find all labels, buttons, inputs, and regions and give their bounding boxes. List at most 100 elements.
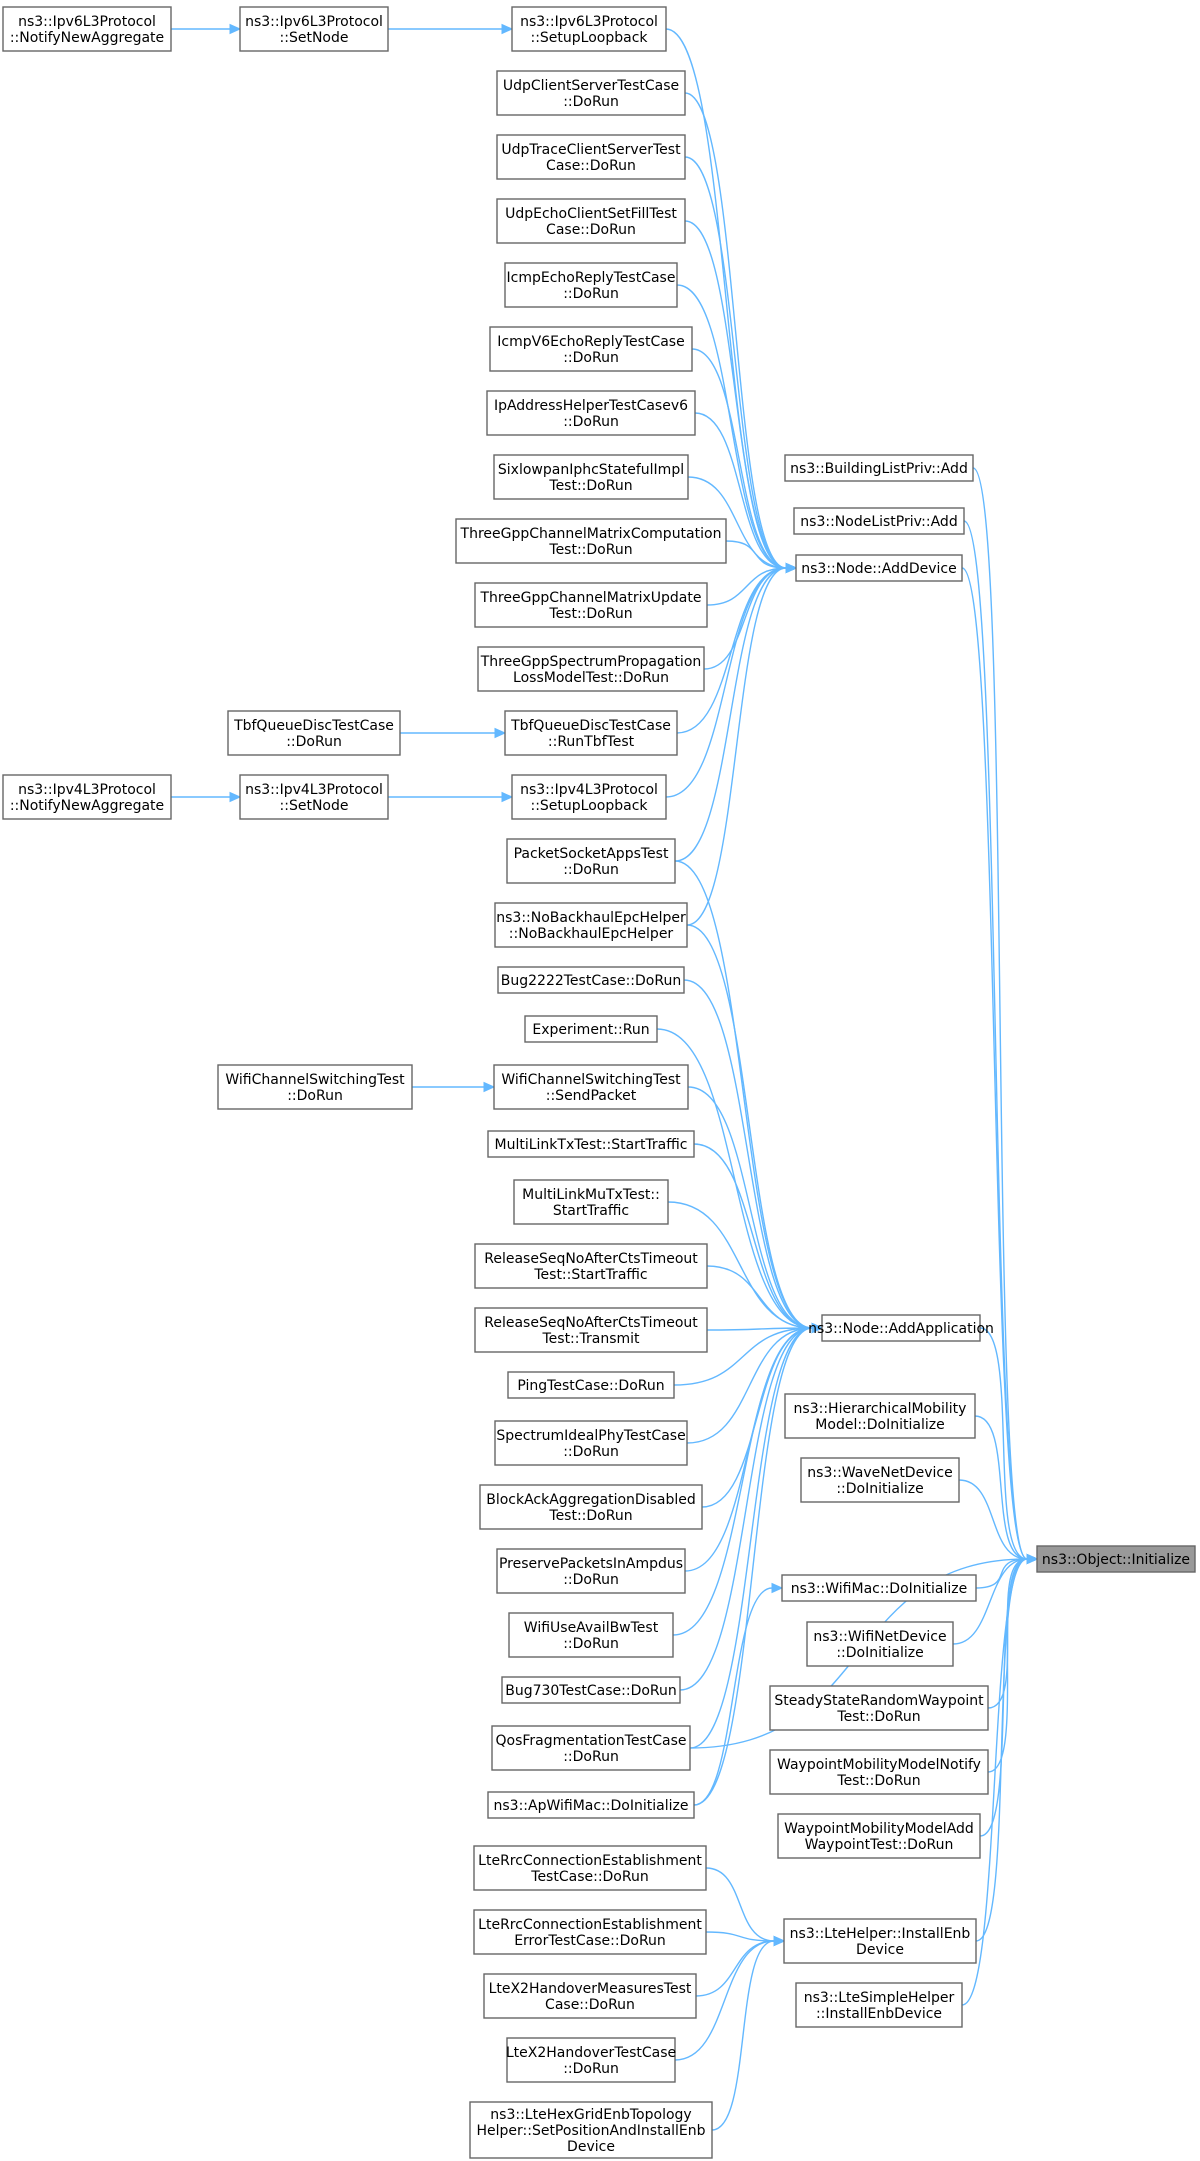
node-addapplication[interactable]: ns3::Node::AddApplication <box>808 1314 994 1342</box>
node-target[interactable]: ns3::Object::Initialize <box>1036 1545 1196 1573</box>
node-wifinet[interactable]: ns3::WifiNetDevice::DoInitialize <box>806 1621 954 1667</box>
node-label: MultiLinkMuTxTest:: <box>522 1187 660 1203</box>
node-label: IcmpEchoReplyTestCase <box>507 270 676 286</box>
node-qosfrag[interactable]: QosFragmentationTestCase::DoRun <box>491 1725 691 1771</box>
node-box <box>2 6 172 52</box>
node-threegppcomp[interactable]: ThreeGppChannelMatrixComputationTest::Do… <box>455 518 727 564</box>
edge-line <box>687 476 787 569</box>
node-label: PacketSocketAppsTest <box>514 846 669 862</box>
edge-arrowhead <box>483 1081 496 1093</box>
node-layer: ns3::Object::Initialize ns3::BuildingList… <box>2 6 1196 2159</box>
node-lteinstall[interactable]: ns3::LteHelper::InstallEnbDevice <box>783 1918 977 1964</box>
node-wifiuseavail[interactable]: WifiUseAvailBwTest::DoRun <box>508 1612 674 1658</box>
edge-arrowhead <box>229 23 242 35</box>
node-label: ns3::Ipv4L3Protocol <box>520 782 658 798</box>
node-icmpecho[interactable]: IcmpEchoReplyTestCase::DoRun <box>504 262 678 308</box>
node-ipv6notify[interactable]: ns3::Ipv6L3Protocol::NotifyNewAggregate <box>2 6 172 52</box>
node-label: ::SetNode <box>280 30 349 46</box>
node-experiment[interactable]: Experiment::Run <box>524 1015 658 1043</box>
node-label: Model::DoInitialize <box>815 1417 944 1433</box>
node-box <box>473 1845 707 1891</box>
node-wifichdorun[interactable]: WifiChannelSwitchingTest::DoRun <box>217 1064 413 1110</box>
node-ipaddrv6[interactable]: IpAddressHelperTestCasev6::DoRun <box>486 390 696 436</box>
node-threegppspectrum[interactable]: ThreeGppSpectrumPropagationLossModelTest… <box>477 646 705 692</box>
node-multilinkmu[interactable]: MultiLinkMuTxTest::StartTraffic <box>513 1179 669 1225</box>
node-buildinglist[interactable]: ns3::BuildingListPriv::Add <box>784 454 974 482</box>
node-label: UdpClientServerTestCase <box>503 78 679 94</box>
node-box <box>784 454 974 482</box>
node-box <box>501 1676 681 1704</box>
node-box <box>513 1179 669 1225</box>
node-ltesimple[interactable]: ns3::LteSimpleHelper::InstallEnbDevice <box>795 1982 963 2028</box>
node-label: ns3::Ipv4L3Protocol <box>18 782 156 798</box>
node-nodelist[interactable]: ns3::NodeListPriv::Add <box>793 507 965 535</box>
node-apwifimac[interactable]: ns3::ApWifiMac::DoInitialize <box>487 1791 695 1819</box>
node-wifimac[interactable]: ns3::WifiMac::DoInitialize <box>781 1574 977 1602</box>
node-preservepkts[interactable]: PreservePacketsInAmpdus::DoRun <box>496 1548 686 1594</box>
node-ipv6setuploop[interactable]: ns3::Ipv6L3Protocol::SetupLoopback <box>511 6 667 52</box>
node-icmpv6echo[interactable]: IcmpV6EchoReplyTestCase::DoRun <box>489 326 693 372</box>
edge-udptrace-to-adddevice <box>684 156 798 574</box>
node-releasestart[interactable]: ReleaseSeqNoAfterCtsTimeoutTest::StartTr… <box>474 1243 708 1289</box>
node-box <box>506 838 676 884</box>
node-ltex2[interactable]: LteX2HandoverTestCase::DoRun <box>506 2037 676 2083</box>
node-spectrumideal[interactable]: SpectrumIdealPhyTestCase::DoRun <box>494 1420 688 1466</box>
node-label: ::DoRun <box>563 350 619 366</box>
edge-ipv6setnode-to-ipv6setuploop <box>388 23 514 35</box>
edge-line <box>693 1327 813 1806</box>
node-wifichsendpkt[interactable]: WifiChannelSwitchingTest::SendPacket <box>493 1064 689 1110</box>
node-label: UdpEchoClientSetFillTest <box>505 206 677 222</box>
node-multilinktx[interactable]: MultiLinkTxTest::StartTraffic <box>487 1130 695 1158</box>
node-releasetransmit[interactable]: ReleaseSeqNoAfterCtsTimeoutTest::Transmi… <box>474 1307 708 1353</box>
node-ipv4setuploop[interactable]: ns3::Ipv4L3Protocol::SetupLoopback <box>511 774 667 820</box>
node-packetsocket[interactable]: PacketSocketAppsTest::DoRun <box>506 838 676 884</box>
node-box <box>493 1064 689 1110</box>
node-ipv6setnode[interactable]: ns3::Ipv6L3Protocol::SetNode <box>239 6 389 52</box>
node-bug730[interactable]: Bug730TestCase::DoRun <box>501 1676 681 1704</box>
edge-arrowhead <box>501 23 514 35</box>
node-tbfdorun[interactable]: TbfQueueDiscTestCase::DoRun <box>227 710 401 756</box>
node-box <box>777 1813 981 1859</box>
node-wavenet[interactable]: ns3::WaveNetDevice::DoInitialize <box>800 1457 960 1503</box>
edge-line <box>711 1940 775 2131</box>
node-label: Case::DoRun <box>546 158 636 174</box>
node-ltehexgrid[interactable]: ns3::LteHexGridEnbTopologyHelper::SetPos… <box>469 2101 713 2159</box>
node-tbfruntest[interactable]: TbfQueueDiscTestCase::RunTbfTest <box>504 710 678 756</box>
node-nobackhaul[interactable]: ns3::NoBackhaulEpcHelper::NoBackhaulEpcH… <box>494 902 688 948</box>
node-box <box>806 1621 954 1667</box>
edge-line <box>694 412 787 569</box>
edge-line <box>684 220 787 569</box>
node-ping[interactable]: PingTestCase::DoRun <box>507 1371 675 1399</box>
edge-arrowhead <box>1026 1553 1039 1565</box>
node-box <box>489 326 693 372</box>
node-lterrcerr[interactable]: LteRrcConnectionEstablishmentErrorTestCa… <box>473 1909 707 1955</box>
node-label: Bug730TestCase::DoRun <box>505 1683 677 1699</box>
node-ipv4setnode[interactable]: ns3::Ipv4L3Protocol::SetNode <box>239 774 389 820</box>
node-hiermob[interactable]: ns3::HierarchicalMobilityModel::DoInitia… <box>784 1393 976 1439</box>
node-lterrc[interactable]: LteRrcConnectionEstablishmentTestCase::D… <box>473 1845 707 1891</box>
node-ipv4notify[interactable]: ns3::Ipv4L3Protocol::NotifyNewAggregate <box>2 774 172 820</box>
node-label: ::SetNode <box>280 798 349 814</box>
node-label: ThreeGppSpectrumPropagation <box>480 654 702 670</box>
node-box <box>496 134 686 180</box>
node-bug2222[interactable]: Bug2222TestCase::DoRun <box>497 966 685 994</box>
edge-wavenet-to-target <box>958 1479 1039 1565</box>
node-label: ::DoRun <box>563 1444 619 1460</box>
node-waypointadd[interactable]: WaypointMobilityModelAddWaypointTest::Do… <box>777 1813 981 1859</box>
node-label: ::SetupLoopback <box>530 30 648 46</box>
node-label: LteRrcConnectionEstablishment <box>478 1917 702 1933</box>
node-adddevice[interactable]: ns3::Node::AddDevice <box>795 554 963 582</box>
node-udpcs[interactable]: UdpClientServerTestCase::DoRun <box>496 70 686 116</box>
edge-line <box>693 1143 813 1329</box>
node-label: BlockAckAggregationDisabled <box>486 1492 696 1508</box>
edge-preservepkts-to-addapplication <box>684 1322 824 1572</box>
node-label: Helper::SetPositionAndInstallEnb <box>476 2123 705 2139</box>
